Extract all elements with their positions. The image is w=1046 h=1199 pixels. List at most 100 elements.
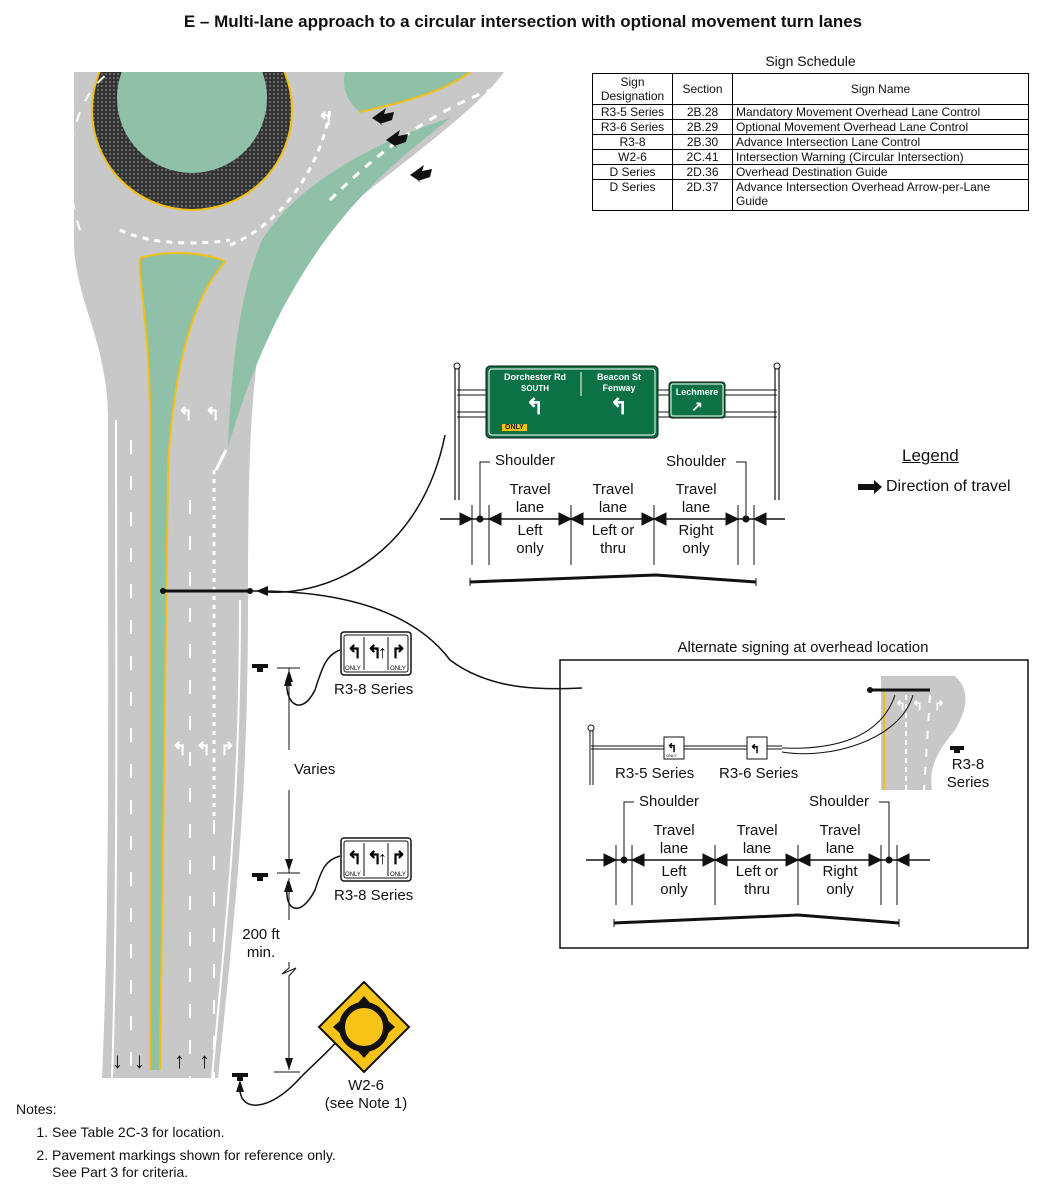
svg-text:↑: ↑ xyxy=(378,848,387,868)
cell: 2B.28 xyxy=(672,104,733,120)
lane-word: lane xyxy=(742,840,772,857)
cell: Advance Intersection Overhead Arrow-per-… xyxy=(732,179,1029,211)
alt-shoulder-label-left: Shoulder xyxy=(639,793,700,810)
guide-side-panel: Lechmere ↗ xyxy=(671,387,723,414)
cell: Overhead Destination Guide xyxy=(732,164,1029,180)
w2-6-warning-sign xyxy=(317,980,411,1074)
cell: D Series xyxy=(592,179,673,211)
r3-8-sign-lower: ↰ ↰ ↑ ↱ ONLY ONLY xyxy=(340,837,412,882)
lane-word: lane xyxy=(681,499,711,516)
series-word: Series xyxy=(946,774,990,791)
alternate-inset-road: ↰ ↰ ↱ xyxy=(867,676,966,791)
guide-left-destination: Dorchester Rd xyxy=(503,372,566,382)
distance-qualifier: min. xyxy=(246,944,276,961)
alt-shoulder-label-right: Shoulder xyxy=(809,793,870,810)
cell: 2B.30 xyxy=(672,134,733,150)
alternate-signing-box xyxy=(559,659,1029,949)
r3-8-series-label-lower: R3-8 Series xyxy=(334,887,414,904)
lane-word: lane xyxy=(659,840,689,857)
svg-text:↰: ↰ xyxy=(912,698,923,713)
cell: 2D.37 xyxy=(672,179,733,211)
shoulder-label-left: Shoulder xyxy=(495,452,556,469)
varies-label: Varies xyxy=(294,761,336,778)
lane-use-word: Left xyxy=(517,522,543,539)
svg-text:↰: ↰ xyxy=(172,739,187,759)
w2-6-label: W2-6(see Note 1) xyxy=(316,1077,416,1113)
travel-word: Travel xyxy=(736,822,778,839)
legend-direction-label: Direction of travel xyxy=(886,478,1011,495)
guide-left-subtitle: SOUTH xyxy=(521,384,549,393)
travel-word: Travel xyxy=(653,822,695,839)
cell: Optional Movement Overhead Lane Control xyxy=(732,119,1029,135)
splitter-island xyxy=(139,253,225,1070)
notes-title: Notes: xyxy=(16,1101,57,1117)
right-island xyxy=(228,118,450,448)
sign-schedule-title: Sign Schedule xyxy=(765,53,856,69)
shoulder-label-right: Shoulder xyxy=(666,453,727,470)
svg-text:↰: ↰ xyxy=(347,642,362,662)
cell: Mandatory Movement Overhead Lane Control xyxy=(732,104,1029,120)
svg-text:↓: ↓ xyxy=(134,1048,145,1073)
lane-diagram-alternate xyxy=(586,801,930,927)
svg-text:↓: ↓ xyxy=(112,1048,123,1073)
lane-word: lane xyxy=(598,499,628,516)
svg-text:ONLY: ONLY xyxy=(345,666,361,672)
guide-sign-left-panel: Dorchester Rd SOUTH ↰ xyxy=(490,372,580,420)
lane-word: lane xyxy=(515,499,545,516)
lane-use-word: thru xyxy=(600,540,626,557)
lane-use-word: Left xyxy=(661,863,687,880)
cell: Advance Intersection Lane Control xyxy=(732,134,1029,150)
svg-text:↱: ↱ xyxy=(391,848,406,868)
svg-text:↰: ↰ xyxy=(178,404,193,424)
lane-use-word: Right xyxy=(822,863,858,880)
cell: R3-8 xyxy=(592,134,673,150)
svg-text:↰: ↰ xyxy=(667,741,677,755)
lane-use-word: only xyxy=(826,881,854,898)
travel-word: Travel xyxy=(592,481,634,498)
header-section: Section xyxy=(672,73,733,105)
w2-6-code: W2-6 xyxy=(348,1077,384,1094)
svg-text:↱: ↱ xyxy=(220,739,235,759)
lane-diagram-main xyxy=(440,461,785,586)
cell: R3-5 Series xyxy=(592,104,673,120)
legend-title: Legend xyxy=(902,446,959,465)
sign-schedule-table: Sign Designation Section Sign Name R3-5 … xyxy=(592,73,1029,211)
lane-use-word: only xyxy=(660,881,688,898)
guide-sign-right-panel: Beacon St Fenway ↰ xyxy=(583,372,655,420)
svg-text:↱: ↱ xyxy=(391,642,406,662)
guide-side-destination: Lechmere xyxy=(675,387,719,397)
lane-use-word: only xyxy=(516,540,544,557)
distance-value: 200 ft xyxy=(242,926,280,943)
notes-section: Notes: See Table 2C-3 for location. Pave… xyxy=(16,1101,352,1187)
page-title: E – Multi-lane approach to a circular in… xyxy=(183,12,863,31)
lane-word: lane xyxy=(825,840,855,857)
r3-8-sign-upper: ↰ ↰ ↑ ↱ ONLY ONLY xyxy=(340,631,412,676)
travel-word: Travel xyxy=(819,822,861,839)
lane-use-word: Left or xyxy=(591,522,635,539)
svg-text:ONLY: ONLY xyxy=(666,753,677,758)
svg-text:↑: ↑ xyxy=(174,1048,185,1073)
header-sign-designation: Sign Designation xyxy=(592,73,673,105)
travel-word: Travel xyxy=(675,481,717,498)
svg-text:↑: ↑ xyxy=(378,642,387,662)
svg-text:↱: ↱ xyxy=(934,698,945,713)
central-island xyxy=(117,72,267,173)
svg-text:↰: ↰ xyxy=(895,698,906,713)
overhead-guide-sign xyxy=(453,362,781,500)
svg-text:ONLY: ONLY xyxy=(345,872,361,878)
